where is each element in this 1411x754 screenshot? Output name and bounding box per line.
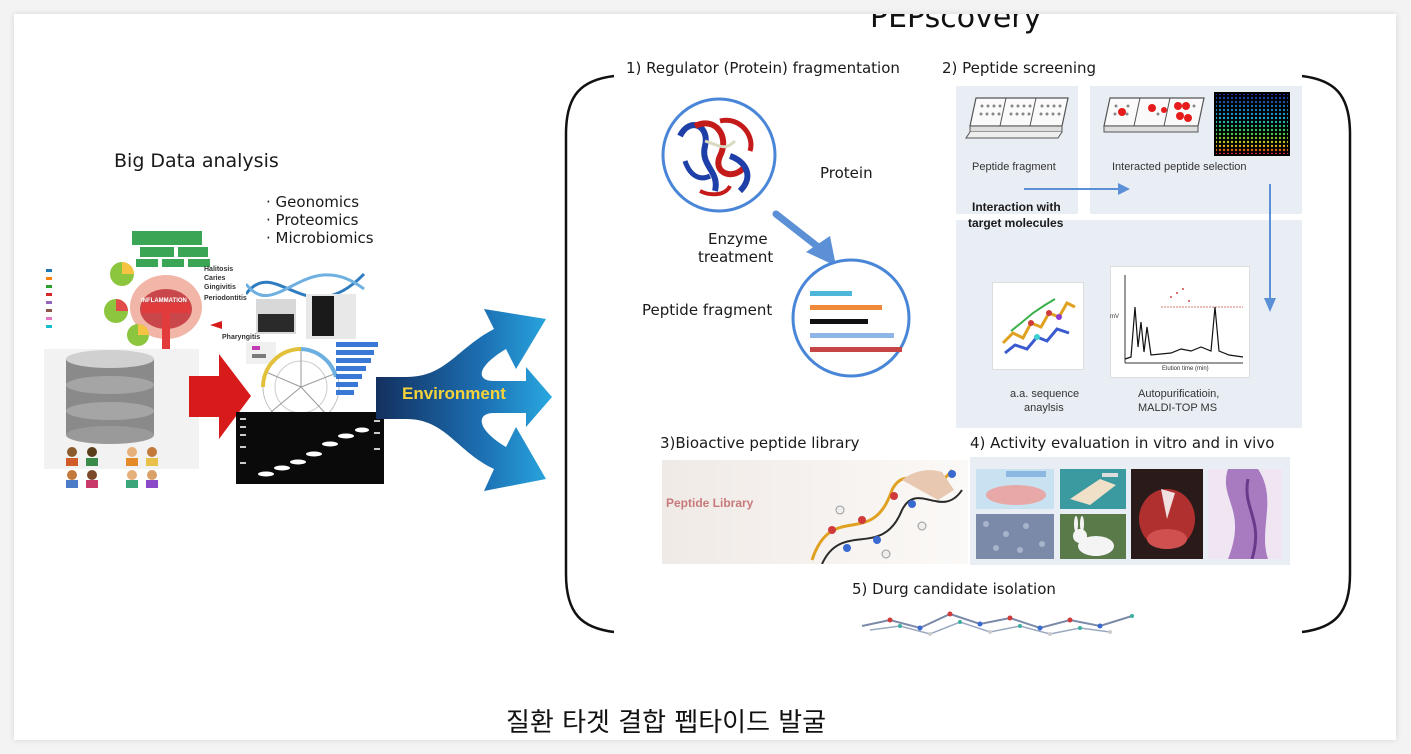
right-brace [1296,74,1356,634]
microarray-image [1214,92,1290,156]
interacted-selection-caption: Interacted peptide selection [1112,161,1247,173]
enzyme-arrow-icon [772,210,842,270]
interaction-label-line2: target molecules [968,216,1064,230]
drug-candidate-molecule-image [860,606,1135,642]
mouth-label-pharyngitis: Pharyngitis [222,334,261,341]
selected-plates-image [1098,96,1210,144]
figure-title: PEPscovery [870,14,1042,35]
peptide-fragment-circle [790,257,912,379]
peptide-library-label: Peptide Library [666,496,754,510]
omics-item-microbiomics: · Microbiomics [266,229,374,247]
mouth-label-halitosis: Halitosis [204,266,234,273]
chromatogram-xlabel: Elution time (min) [1162,366,1209,372]
petri-dish-photo [976,469,1054,509]
sequence-caption-line1: a.a. sequence [1010,388,1080,400]
step5-title: 5) Durg candidate isolation [852,580,1056,598]
step3-title: 3)Bioactive peptide library [660,434,860,452]
environment-arrow-icon [376,309,552,494]
figure-card: PEPscovery Big Data analysis · Geonomics… [14,14,1396,740]
chromatogram-image [1110,266,1250,378]
lab-procedure-photo [1060,469,1126,509]
step2-title: 2) Peptide screening [942,59,1097,77]
protein-label: Protein [820,164,873,182]
step1-title: 1) Regulator (Protein) fragmentation [626,59,900,77]
autopurification-caption-line1: Autopurificatioin, [1138,388,1220,400]
mouth-label-periodontitis: Periodontitis [204,295,247,302]
peptide-fragment-caption: Peptide fragment [972,161,1056,173]
autopurification-caption-line2: MALDI-TOP MS [1138,402,1218,414]
environment-label: Environment [402,384,506,403]
mouth-label-caries: Caries [204,275,226,282]
protein-structure-circle [660,96,778,214]
enzyme-label-line1: Enzyme [708,230,768,248]
rabbit-photo [1060,514,1126,559]
big-data-heading: Big Data analysis [114,150,279,172]
interaction-label-line1: Interaction with [972,200,1061,214]
step4-title: 4) Activity evaluation in vitro and in v… [970,434,1275,452]
mouth-inflammation-collage [44,229,224,354]
mouth-label-gingivitis: Gingivitis [204,284,236,291]
peptide-library-image [662,460,968,565]
dna-sequencer-image [244,254,366,349]
well-plates-image [964,96,1074,144]
omics-item-proteomics: · Proteomics [266,211,359,229]
mouth-label-inflammation: INFLAMMATION [141,298,187,304]
flow-arrow-right-icon [1024,180,1132,198]
left-brace [560,74,620,634]
database-with-people [44,349,199,489]
peptide-fragment-label: Peptide fragment [642,301,773,319]
cell-culture-photo [976,514,1054,559]
flow-arrow-down-icon [1260,184,1280,314]
red-right-arrow-icon [189,354,251,439]
gel-electrophoresis-image [236,412,384,484]
enzyme-label-line2: treatment [698,248,774,266]
figure-caption: 질환 타겟 결합 펩타이드 발굴 [506,708,827,738]
tissue-photo [1131,469,1203,559]
chromatogram-ylabel: mV [1110,314,1119,320]
omics-item-genomics: · Geonomics [266,193,360,211]
histology-photo [1208,469,1282,560]
sequence-structure-image [992,282,1084,370]
sequence-caption-line2: anaylsis [1024,402,1064,414]
